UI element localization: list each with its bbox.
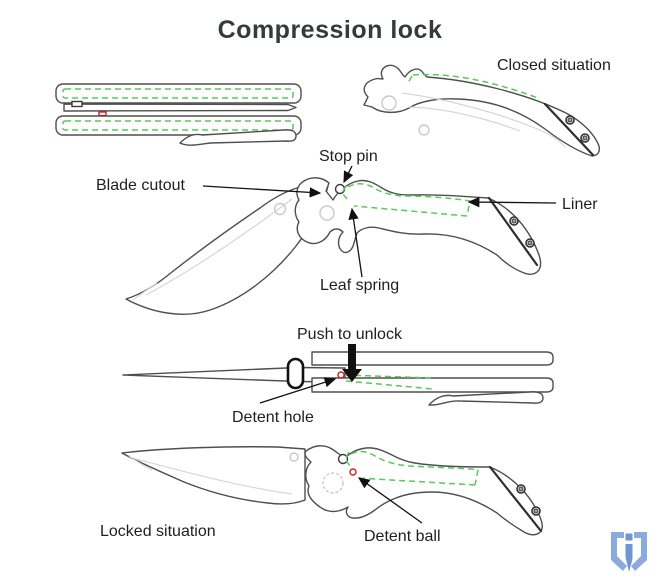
liner-dashed — [344, 374, 434, 390]
label-push-to-unlock: Push to unlock — [297, 326, 403, 343]
pivot-hole — [322, 472, 344, 494]
label-leaf-spring: Leaf spring — [320, 277, 399, 294]
logo-left-bracket — [611, 532, 627, 571]
blade-grind-line — [145, 198, 293, 296]
handle-outline — [304, 445, 543, 536]
blade-cutout-arrow — [202, 185, 322, 198]
pivot-screw — [531, 506, 541, 516]
pivot-screw — [509, 216, 519, 226]
detent-ball-dot — [349, 468, 357, 476]
logo-right-bracket — [631, 532, 647, 571]
brand-logo-icon — [611, 532, 647, 572]
blade-tip-line — [132, 282, 158, 301]
liner-dashed-top — [62, 88, 294, 99]
label-blade-cutout: Blade cutout — [96, 177, 186, 194]
pivot-hole-small — [418, 124, 430, 136]
thumb-hole — [273, 202, 287, 216]
label-stop-pin: Stop pin — [319, 148, 378, 165]
thumb-hole — [289, 452, 299, 462]
bolster-edge — [543, 102, 595, 157]
blade-ghost-line2 — [408, 106, 521, 132]
detent-hole-dot — [337, 371, 345, 379]
leaf-spring-arrow — [348, 207, 363, 278]
label-liner: Liner — [562, 196, 598, 213]
pocket-clip — [179, 129, 297, 146]
blade-tip-line — [128, 455, 153, 471]
handle-scale-top — [55, 83, 302, 104]
pocket-clip — [428, 391, 544, 406]
label-detent-hole: Detent hole — [232, 409, 314, 426]
pivot-screw — [516, 484, 526, 494]
liner-dashed-bottom — [62, 120, 294, 131]
stop-pin-top-view — [71, 100, 83, 108]
label-detent-ball: Detent ball — [364, 528, 441, 545]
pivot-screw — [580, 133, 590, 143]
label-closed-situation: Closed situation — [497, 57, 611, 74]
pivot-screw — [525, 238, 535, 248]
blade-top-view — [63, 103, 297, 112]
pivot-hole — [381, 95, 397, 111]
stop-pin-circle — [337, 453, 349, 465]
handle-scale-bottom — [311, 377, 554, 393]
pivot-hole — [319, 205, 335, 221]
push-arrow — [342, 344, 362, 382]
liner-leaf-spring-dashed — [341, 183, 471, 217]
logo-dot — [625, 533, 633, 541]
blade-ghost-line — [401, 92, 566, 148]
blade — [121, 446, 306, 505]
closed-knife-top-view — [55, 83, 302, 146]
liner-arrow — [467, 196, 557, 208]
detent-ball-arrow — [357, 477, 423, 524]
stop-pin-arrow — [343, 165, 354, 184]
handle-scale-top — [311, 351, 554, 366]
logo-blade — [625, 544, 633, 572]
liner-dashed-closed — [407, 73, 539, 99]
liner-leaf-spring-dashed — [344, 450, 479, 486]
pivot-screw — [565, 115, 575, 125]
thumb-stud — [286, 357, 305, 390]
handle-outline — [294, 177, 542, 275]
label-locked-situation: Locked situation — [100, 523, 216, 540]
bolster-edge — [487, 196, 539, 267]
page-title: Compression lock — [218, 16, 443, 44]
bolster-edge — [488, 465, 543, 533]
detent-mark — [98, 111, 107, 117]
blade-grind-line — [135, 458, 293, 495]
stop-pin-circle — [334, 183, 346, 195]
closed-knife-side-view — [363, 64, 601, 157]
locked-knife-side-view — [121, 445, 543, 536]
closed-knife-outline — [363, 64, 601, 157]
open-knife-top-view — [122, 344, 554, 406]
detent-hole-arrow — [259, 377, 337, 404]
